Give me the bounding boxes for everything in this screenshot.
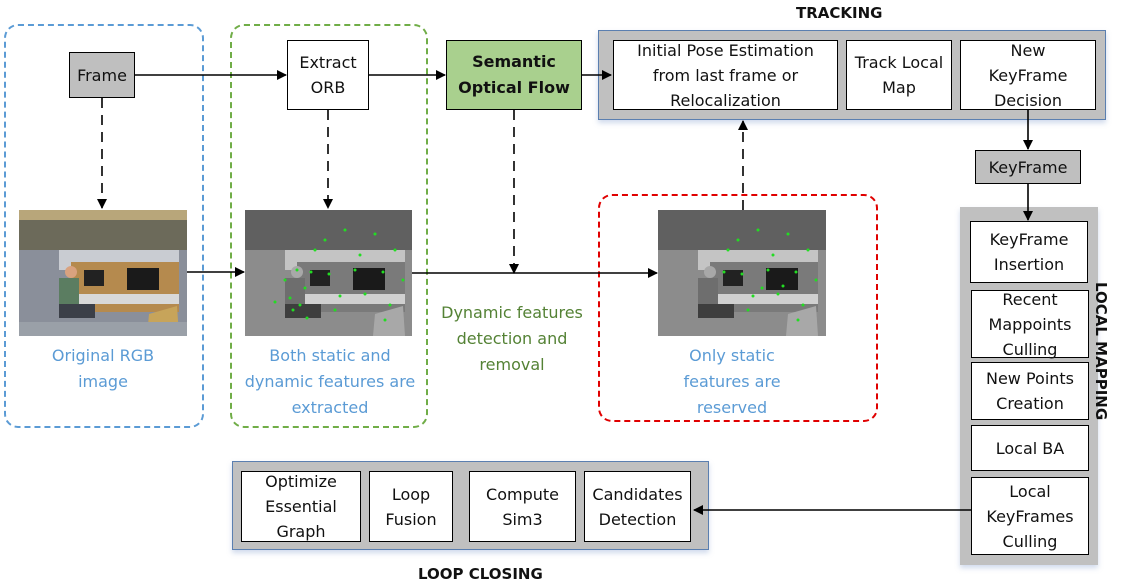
loop-closing-panel: Optimize Essential Graph Loop Fusion Com… [232, 461, 709, 550]
loop-closing-title: LOOP CLOSING [418, 565, 543, 583]
features-image-all [245, 210, 412, 336]
static-features-image [658, 210, 826, 336]
loop-closing-step-candidates-detection[interactable]: Candidates Detection [584, 471, 691, 542]
local-mapping-step-label: New Points Creation [985, 369, 1075, 413]
tracking-panel: Initial Pose Estimation from last frame … [598, 30, 1106, 120]
local-mapping-step-label: KeyFrame Insertion [989, 230, 1069, 274]
local-mapping-step-new-points-creation[interactable]: New Points Creation [971, 362, 1089, 420]
local-mapping-step-local-keyframes-culling[interactable]: Local KeyFrames Culling [971, 477, 1089, 555]
original-rgb-image [19, 210, 187, 336]
semantic-optical-flow-node[interactable]: Semantic Optical Flow [446, 40, 582, 110]
frame-node[interactable]: Frame [69, 52, 135, 98]
tracking-step-track-local-map[interactable]: Track Local Map [846, 40, 952, 110]
local-mapping-step-recent-mappoints-culling[interactable]: Recent Mappoints Culling [971, 290, 1089, 359]
keyframe-node[interactable]: KeyFrame [975, 150, 1081, 184]
group-feature-extraction [230, 24, 428, 428]
feature-points [273, 228, 405, 322]
frame-label: Frame [77, 65, 127, 85]
local-mapping-step-local-ba[interactable]: Local BA [971, 425, 1089, 471]
tracking-step-label: New KeyFrame Decision [988, 40, 1068, 110]
caption-static-only: Only static features are reserved [683, 346, 781, 417]
group-original-image [4, 24, 204, 428]
loop-closing-step-compute-sim3[interactable]: Compute Sim3 [469, 471, 576, 542]
local-mapping-step-label: Local KeyFrames Culling [986, 481, 1074, 551]
tracking-step-label: Track Local Map [854, 53, 944, 97]
semantic-optical-flow-label: Semantic Optical Flow [458, 52, 570, 97]
loop-closing-step-optimize-essential-graph[interactable]: Optimize Essential Graph [241, 471, 361, 542]
local-mapping-step-label: Recent Mappoints Culling [988, 289, 1072, 359]
extract-orb-node[interactable]: Extract ORB [287, 40, 369, 110]
extract-orb-label: Extract ORB [299, 53, 357, 97]
loop-closing-step-label: Candidates Detection [592, 484, 683, 529]
keyframe-label: KeyFrame [988, 157, 1068, 177]
caption-original-rgb: Original RGB image [51, 346, 155, 391]
local-mapping-step-keyframe-insertion[interactable]: KeyFrame Insertion [970, 221, 1088, 283]
loop-closing-step-label: Compute Sim3 [486, 484, 559, 529]
loop-closing-step-loop-fusion[interactable]: Loop Fusion [369, 471, 453, 542]
group-static-features [598, 194, 878, 422]
local-mapping-title: LOCAL MAPPING [1092, 282, 1110, 421]
tracking-step-initial-pose[interactable]: Initial Pose Estimation from last frame … [613, 40, 838, 110]
tracking-title: TRACKING [796, 4, 883, 22]
feature-points [722, 228, 818, 322]
tracking-step-label: Initial Pose Estimation from last frame … [637, 40, 814, 110]
loop-closing-step-label: Optimize Essential Graph [265, 472, 337, 541]
caption-dynamic-removal: Dynamic features detection and removal [441, 303, 583, 374]
tracking-step-new-keyframe-decision[interactable]: New KeyFrame Decision [960, 40, 1096, 110]
local-mapping-panel: KeyFrame Insertion Recent Mappoints Cull… [960, 207, 1098, 565]
local-mapping-step-label: Local BA [995, 438, 1065, 458]
loop-closing-step-label: Loop Fusion [385, 484, 437, 529]
caption-both-features: Both static and dynamic features are ext… [244, 346, 416, 417]
